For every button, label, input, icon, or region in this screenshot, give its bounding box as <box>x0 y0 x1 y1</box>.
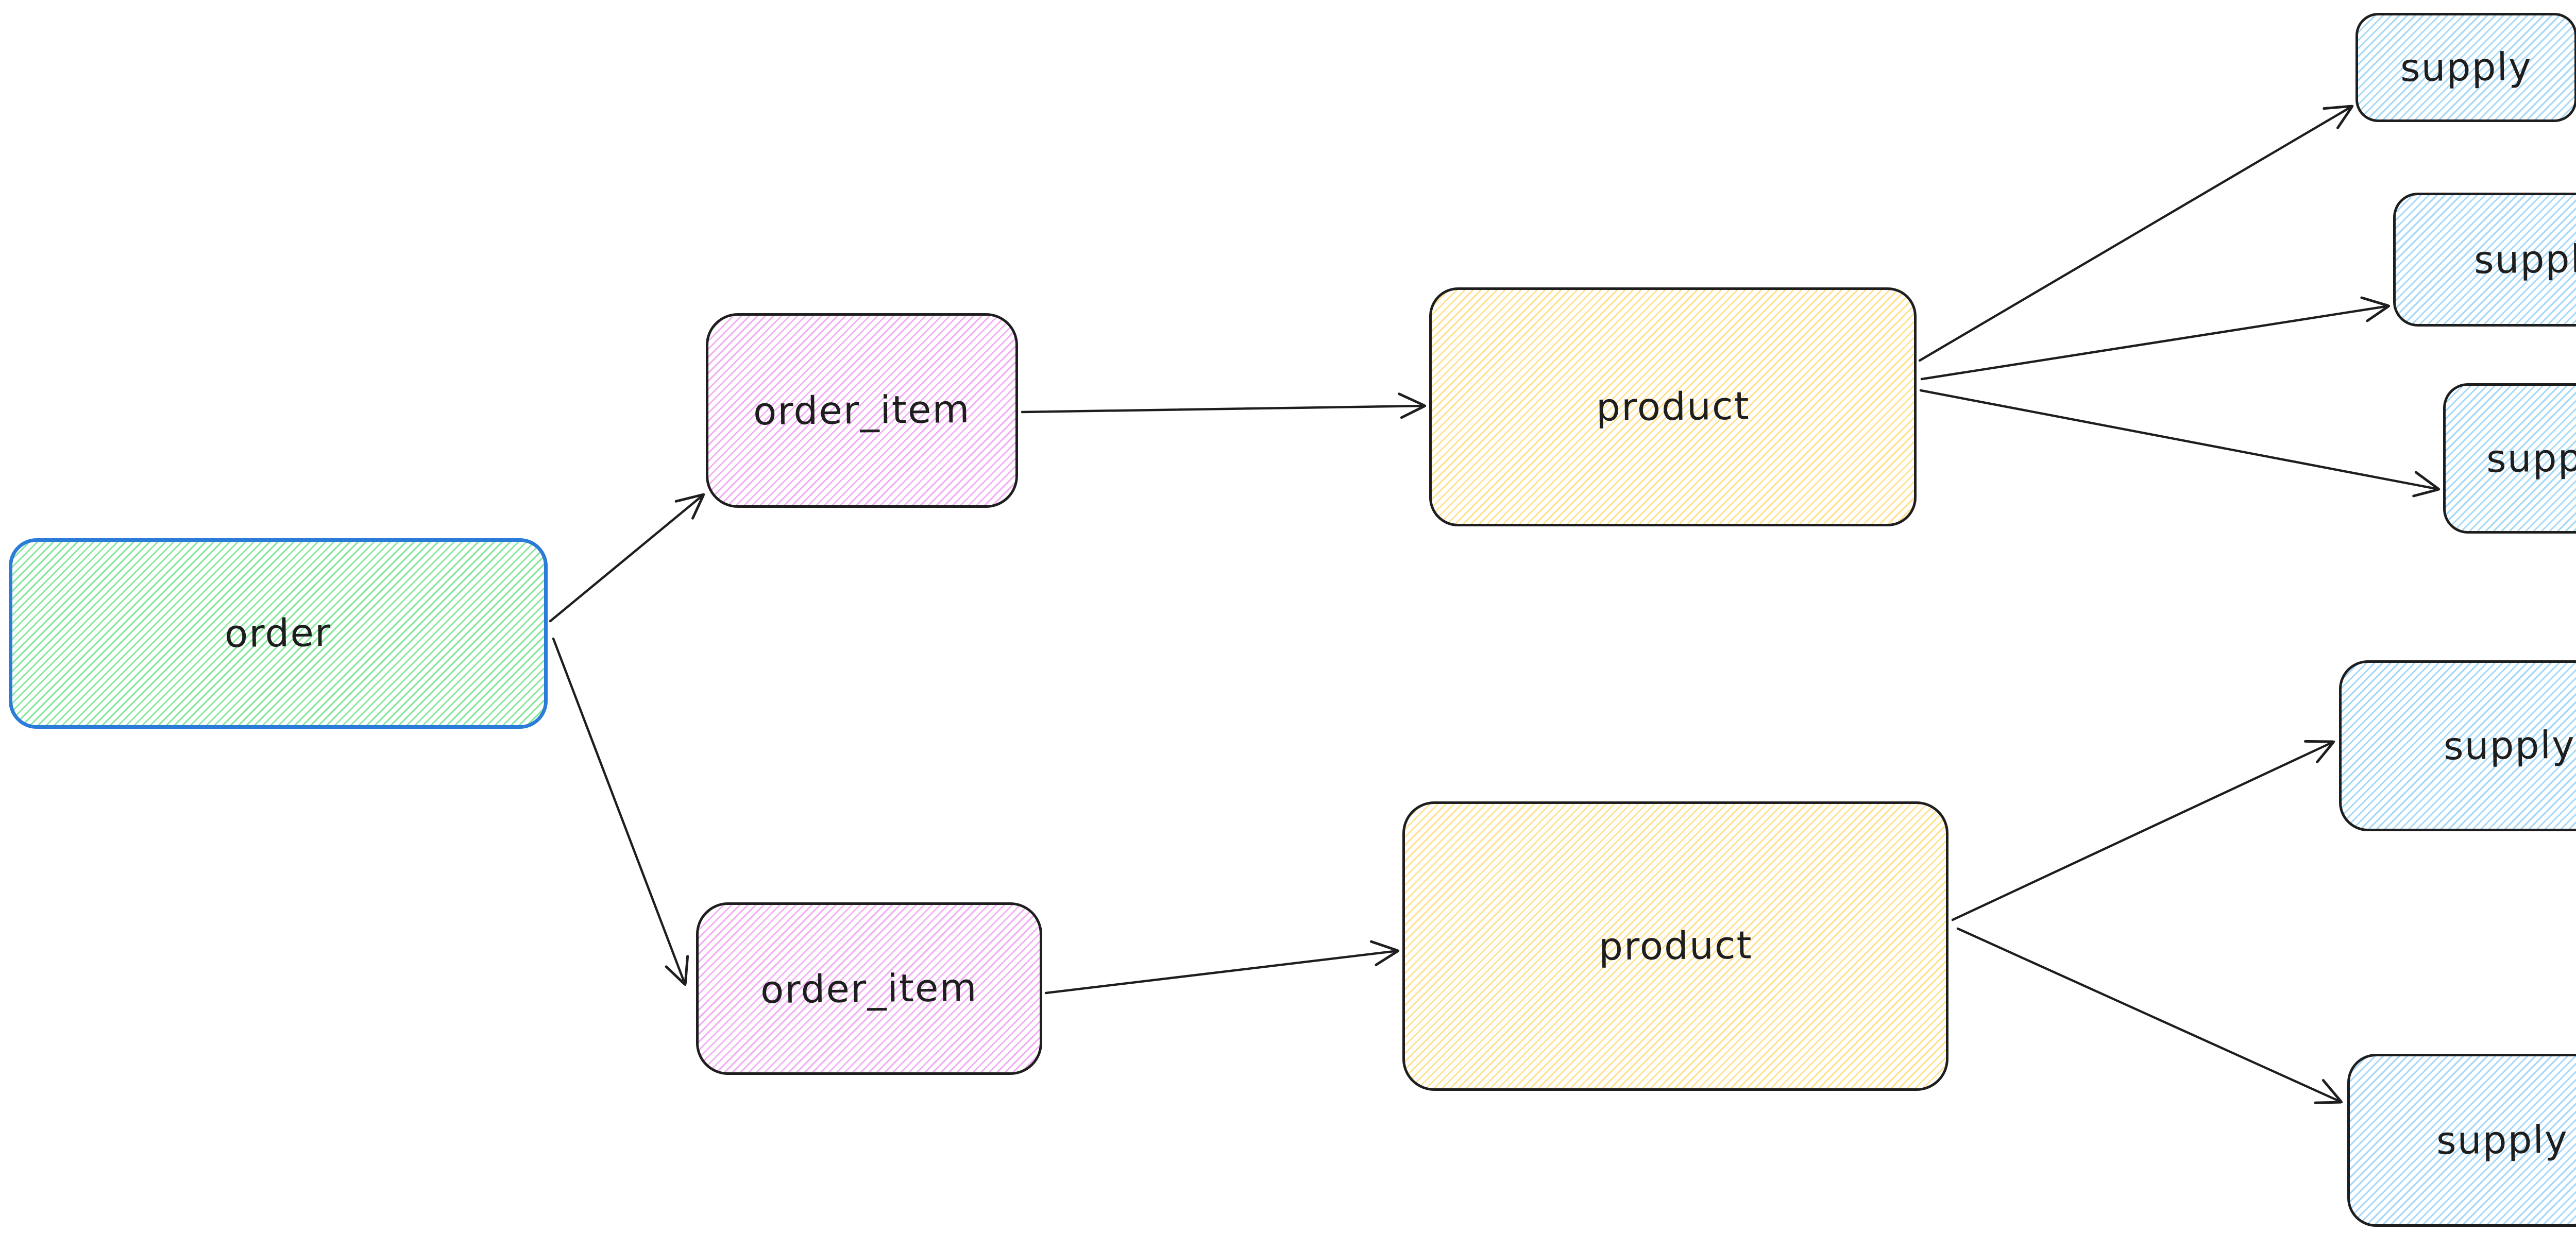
arrow-product-1-to-supply-3[interactable] <box>1919 389 2441 498</box>
node-order-item-1-label: order_item <box>753 387 971 434</box>
node-order-item-2-label: order_item <box>760 965 978 1012</box>
node-supply-2[interactable]: supply <box>2393 193 2576 327</box>
node-order[interactable]: order <box>9 538 548 729</box>
arrow-order-item-1-to-product-1[interactable] <box>1021 392 1427 419</box>
arrow-product-1-to-supply-2[interactable] <box>1920 296 2391 381</box>
node-supply-4[interactable]: supply <box>2339 660 2576 831</box>
node-product-2[interactable]: product <box>1402 801 1948 1091</box>
node-order-item-1[interactable]: order_item <box>706 313 1018 508</box>
arrow-order-item-2-to-product-2[interactable] <box>1044 940 1400 995</box>
arrow-product-2-to-supply-4[interactable] <box>1951 740 2335 921</box>
node-product-2-label: product <box>1598 923 1753 969</box>
arrow-order-to-order-item-1[interactable] <box>549 493 705 623</box>
node-supply-1[interactable]: supply <box>2355 13 2576 122</box>
node-supply-3-label: supply <box>2486 435 2576 482</box>
node-product-1[interactable]: product <box>1429 287 1917 526</box>
node-supply-3[interactable]: supply <box>2443 383 2576 534</box>
node-supply-2-label: supply <box>2473 236 2576 283</box>
arrow-product-1-to-supply-1[interactable] <box>1918 105 2354 362</box>
node-product-1-label: product <box>1596 384 1750 430</box>
node-supply-4-label: supply <box>2443 723 2576 769</box>
node-supply-5-label: supply <box>2436 1117 2569 1163</box>
arrow-product-2-to-supply-5[interactable] <box>1956 927 2343 1104</box>
arrow-order-to-order-item-2[interactable] <box>552 637 689 986</box>
node-supply-5[interactable]: supply <box>2347 1054 2576 1227</box>
node-order-item-2[interactable]: order_item <box>696 902 1042 1075</box>
node-order-label: order <box>224 610 332 657</box>
node-supply-1-label: supply <box>2400 44 2533 91</box>
